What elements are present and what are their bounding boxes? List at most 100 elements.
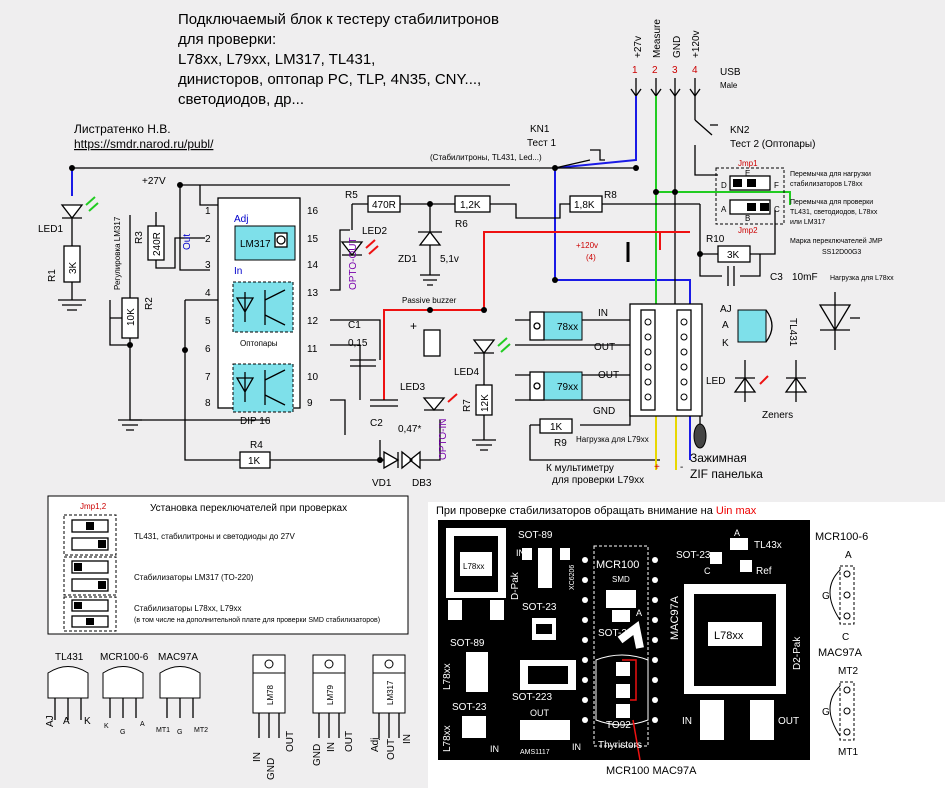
svg-text:C: C [774, 205, 780, 214]
zif-line1: Зажимная [690, 451, 747, 465]
ic78-in: IN [598, 308, 608, 319]
pcb-l78xx-big: L78xx [714, 630, 744, 642]
note1a: Перемычка для нагрузки [790, 171, 871, 178]
led2-label: LED2 [362, 226, 387, 237]
svg-text:D: D [721, 181, 727, 190]
c1-label: C1 [348, 320, 361, 331]
to220-3-pin1: Adj [370, 738, 381, 752]
pcb-tl-c: C [704, 566, 711, 576]
svg-text:2: 2 [205, 234, 211, 245]
to92-2-pin3: A [140, 721, 145, 728]
jumper-block[interactable]: Jmp1 Jmp2 D F E A C B [715, 159, 785, 235]
tl431-a: A [722, 320, 729, 331]
to220-1-name: LM78 [266, 684, 275, 705]
r6: 1,2K R6 [454, 195, 491, 230]
svg-text:12: 12 [307, 316, 319, 327]
pcb-thyristors: Thyristors [598, 740, 642, 751]
zif-line2: ZIF панелька [690, 467, 763, 481]
author-url[interactable]: https://smdr.narod.ru/publ/ [74, 137, 214, 151]
to220-2-pin2: IN [326, 742, 337, 752]
dip16-socket[interactable]: R3 1 2 3 4 5 6 7 8 16 15 14 13 12 11 10 … [182, 197, 319, 427]
kn1-name: KN1 [530, 124, 550, 135]
led4-label: LED4 [454, 367, 479, 378]
kn2-switch[interactable]: KN2 Тест 2 (Оптопары) [694, 119, 815, 150]
plus27-label: +27V [142, 176, 166, 187]
pcb-smd: SMD [612, 575, 630, 584]
lm317-label: LM317 [240, 239, 271, 250]
c3-label: C3 [770, 272, 783, 283]
r9-label: R9 [554, 438, 567, 449]
r4-value: 1K [248, 456, 261, 467]
multimeter-line2: для проверки L79xx [552, 475, 644, 486]
pin-label-measure: Measure [652, 19, 663, 58]
pcb-d2-out: OUT [778, 716, 799, 727]
r10-label: R10 [706, 234, 725, 245]
kn1-line1: Тест 1 [527, 138, 556, 149]
to220-2-pin3: OUT [344, 731, 355, 752]
pcb-sot23-top: SOT-23 [522, 602, 557, 613]
switch-row-3-sub: (в том числе на дополнительной плате для… [134, 616, 380, 624]
svg-text:10: 10 [307, 372, 319, 383]
r7: 12K R7 [462, 384, 496, 451]
svg-text:11: 11 [307, 344, 318, 355]
buzzer-label: Passive buzzer [402, 296, 457, 305]
vd1-db3: VD1 DB3 [372, 450, 432, 489]
r2-pot[interactable]: 10K R2 Регулировка LM317 [110, 215, 155, 345]
svg-text:6: 6 [205, 344, 211, 355]
ic79-out: OUT [598, 370, 619, 381]
r9-note: Нагрузка для L79xx [576, 435, 649, 444]
jmp1-label: Jmp1 [738, 159, 758, 168]
to220-2-name: LM79 [326, 684, 335, 705]
pcb-a: A [636, 608, 642, 618]
pcb-ams1117: AMS1117 [520, 749, 550, 756]
c3: C3 10mF Нагрузка для L78xx [727, 266, 894, 286]
led-symbol-label: LED [706, 376, 725, 387]
to92-1-pin2: A [63, 716, 70, 727]
led1-label: LED1 [38, 224, 63, 235]
pcb-mac97a-side: MAC97A [818, 647, 863, 659]
tl431-label: TL431 [787, 318, 798, 347]
to92-3-name: MAC97A [158, 652, 198, 663]
r3: 240R R3 [134, 212, 205, 269]
pcb-side-g2: G [822, 707, 830, 718]
title-line-3: L78xx, L79xx, LM317, TL431, [178, 51, 375, 68]
ic-78xx: 78xx IN OUT [529, 308, 615, 353]
to220-1-pin3: OUT [285, 731, 296, 752]
out-label: Out [182, 234, 193, 250]
pin-label-120v: +120v [691, 30, 702, 58]
pcb-tl43x: TL43x [754, 540, 782, 551]
pcb-sot223: SOT-223 [512, 692, 552, 703]
pcb-l78xx-small: L78xx [463, 562, 484, 571]
r1-label: R1 [47, 269, 58, 282]
tl431-symbol: AJ A K TL431 [720, 304, 798, 349]
pcb-board: При проверке стабилизаторов обращать вни… [428, 502, 945, 788]
junction-dots [69, 165, 703, 463]
zif-socket[interactable] [629, 303, 707, 449]
title-line-5: светодиодов, др... [178, 91, 304, 108]
pcb-note-highlight: Uin max [716, 505, 757, 517]
r3-label: R3 [134, 231, 145, 244]
pcb-side-g: G [822, 591, 830, 602]
switch-row-2: Стабилизаторы LM317 (TO-220) [63, 556, 254, 596]
switch-row-3: Стабилизаторы L78xx, L79xx (в том числе … [63, 596, 380, 632]
kn1-switch[interactable]: KN1 Тест 1 (Стабилитроны, TL431, Led...) [430, 124, 605, 169]
r9-value: 1K [550, 422, 563, 433]
zd1-label: ZD1 [398, 254, 417, 265]
buzzer-plus: + [410, 319, 417, 333]
r8-label: R8 [604, 190, 617, 201]
pcb-tl-ref: Ref [756, 566, 772, 577]
pcb-note-prefix: При проверке стабилизаторов обращать вни… [436, 505, 716, 517]
ground-symbol-2 [118, 419, 142, 431]
r7-value: 12K [480, 394, 491, 412]
jmp2-label: Jmp2 [738, 226, 758, 235]
ic-79xx-label: 79xx [557, 382, 578, 393]
pcb-side-a: A [845, 550, 852, 561]
svg-text:16: 16 [307, 206, 319, 217]
pcb-sot223-out: OUT [530, 708, 550, 718]
pcb-bottom-label: MCR100 MAC97A [606, 765, 697, 777]
db3-label: DB3 [412, 478, 432, 489]
connector-arrows [630, 78, 701, 98]
c3-note: Нагрузка для L78xx [830, 275, 894, 282]
in-label: In [234, 266, 242, 277]
